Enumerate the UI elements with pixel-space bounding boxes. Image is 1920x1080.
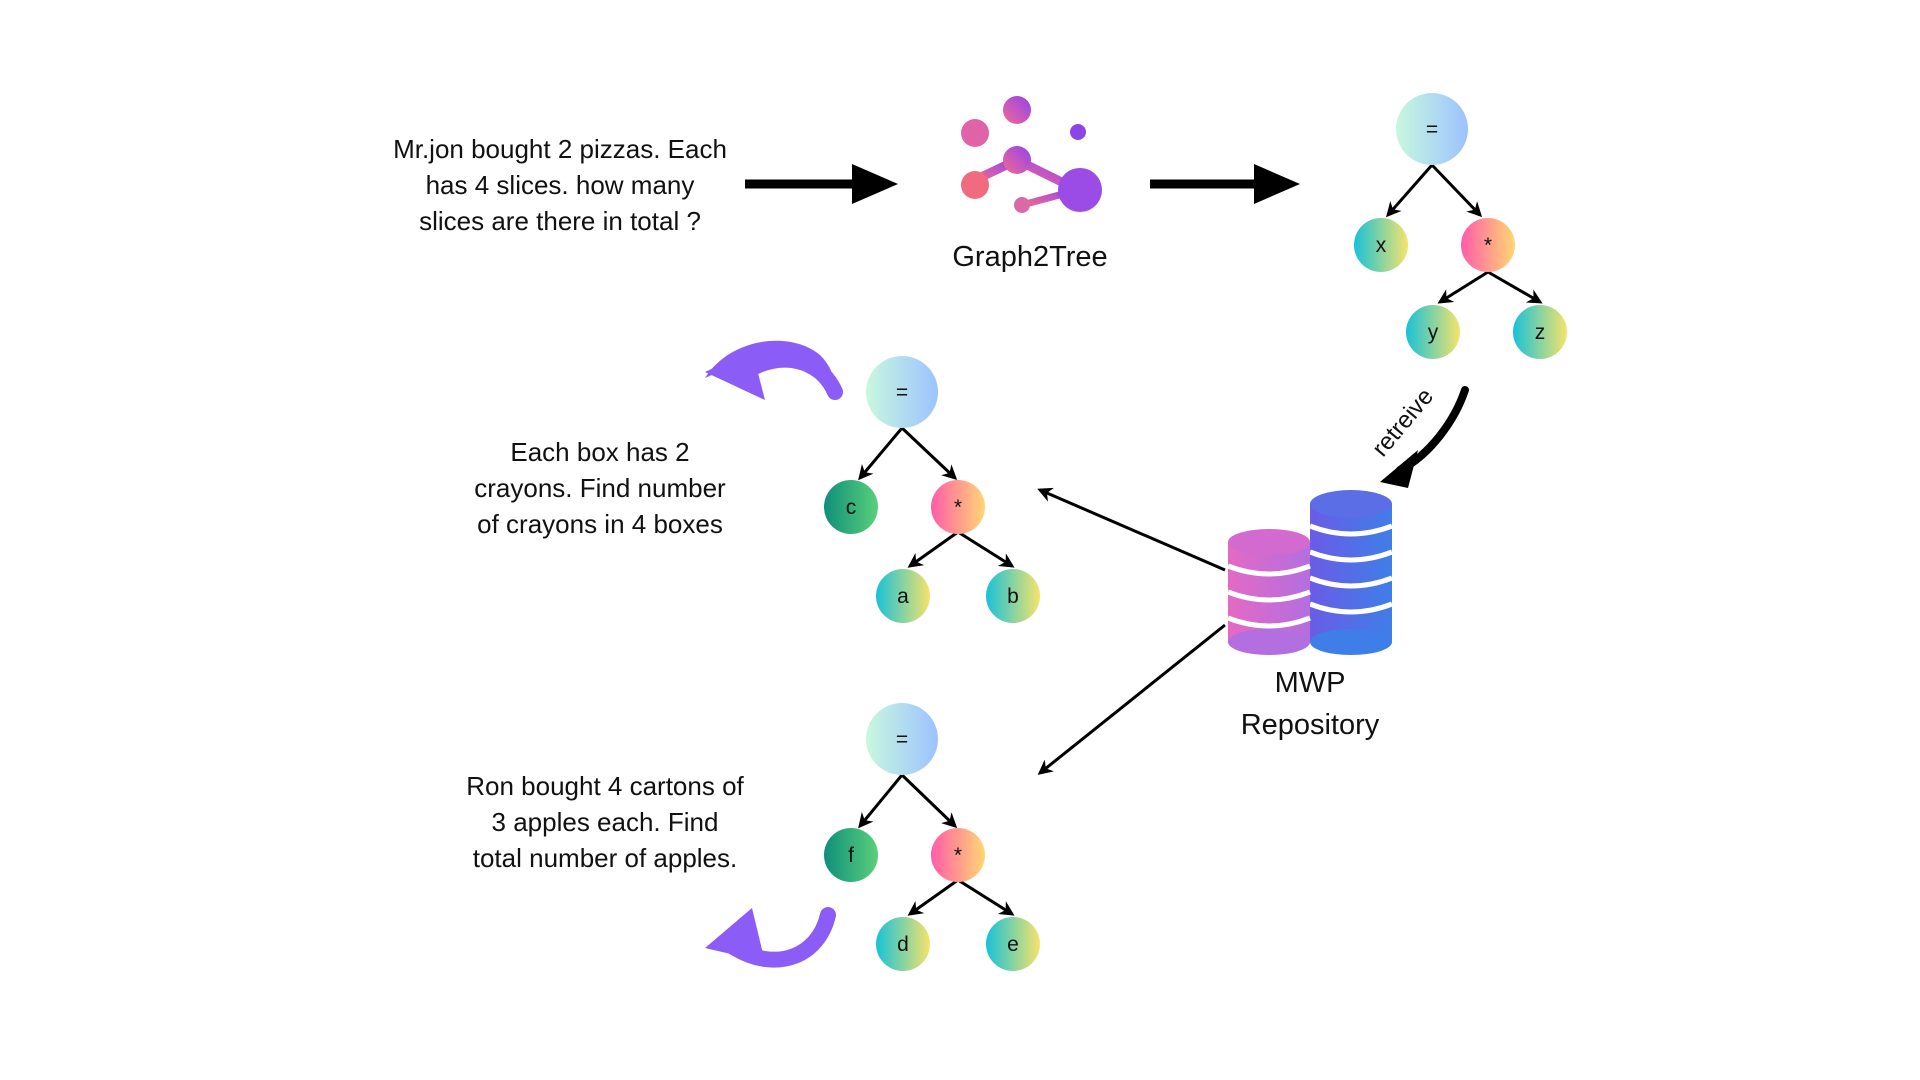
- tree2-node-operator: *: [931, 828, 985, 882]
- curved-arrow-bottom-icon: [705, 907, 836, 968]
- tree1-node-operator: *: [931, 480, 985, 534]
- svg-text:e: e: [1007, 933, 1019, 956]
- retrieve-arrow: [1380, 386, 1469, 488]
- tree2-node-left: f: [824, 828, 878, 882]
- retrieved-problem-line: of crayons in 4 boxes: [477, 509, 723, 539]
- repository-label-line2: Repository: [1240, 709, 1380, 741]
- retrieved-problem-line: 3 apples each. Find: [491, 807, 719, 837]
- database-blue: [1309, 490, 1393, 655]
- database-icon: [1227, 490, 1393, 655]
- molecule-network-icon: [961, 96, 1102, 213]
- retrieved-problem-line: total number of apples.: [472, 843, 738, 873]
- retrieved-problem-line: crayons. Find number: [474, 473, 726, 503]
- svg-text:c: c: [846, 496, 857, 519]
- tree1-node-op-right: b: [986, 569, 1040, 623]
- arrow-repo-to-tree2: [1037, 623, 1226, 775]
- flow-arrow-problem-to-model: [745, 164, 898, 204]
- svg-text:=: =: [896, 381, 908, 404]
- tree-node-operator: *: [1461, 218, 1515, 272]
- svg-text:*: *: [954, 496, 962, 519]
- retrieved-problem-1-text: Each box has 2 crayons. Find number of c…: [430, 434, 770, 542]
- input-problem-line: has 4 slices. how many: [425, 170, 695, 200]
- retrieved-problem-line: Each box has 2: [510, 437, 690, 467]
- retrieved-problem-2-text: Ron bought 4 cartons of 3 apples each. F…: [420, 768, 790, 876]
- curved-arrow-top-icon: [705, 340, 843, 400]
- svg-text:z: z: [1535, 321, 1546, 344]
- svg-text:=: =: [1426, 118, 1438, 141]
- svg-text:a: a: [897, 585, 909, 608]
- tree-node-op-right: z: [1513, 305, 1567, 359]
- tree-node-root: =: [1396, 93, 1468, 165]
- tree1-node-root: =: [866, 356, 938, 428]
- arrow-repo-to-tree1: [1037, 487, 1226, 572]
- svg-text:y: y: [1428, 321, 1439, 344]
- tree-node-op-left: y: [1406, 305, 1460, 359]
- model-name-label: Graph2Tree: [952, 241, 1108, 273]
- flow-arrow-model-to-tree: [1150, 164, 1300, 204]
- svg-text:=: =: [896, 728, 908, 751]
- retrieved-tree-2: = f * d e: [824, 703, 1040, 971]
- input-problem-line: slices are there in total ?: [419, 206, 701, 236]
- tree2-node-op-left: d: [876, 917, 930, 971]
- repository-label-line1: MWP: [1274, 667, 1346, 699]
- database-pink: [1227, 529, 1311, 655]
- tree1-node-left: c: [824, 480, 878, 534]
- tree2-node-root: =: [866, 703, 938, 775]
- tree1-node-op-left: a: [876, 569, 930, 623]
- tree2-node-op-right: e: [986, 917, 1040, 971]
- retrieved-problem-line: Ron bought 4 cartons of: [466, 771, 744, 801]
- svg-text:*: *: [1484, 234, 1492, 257]
- output-tree: = x * y z: [1354, 93, 1567, 359]
- repository-label: MWP Repository: [1180, 662, 1440, 746]
- input-problem-line: Mr.jon bought 2 pizzas. Each: [393, 134, 727, 164]
- svg-text:*: *: [954, 844, 962, 867]
- retrieved-tree-1: = c * a b: [824, 356, 1040, 623]
- svg-text:d: d: [897, 933, 909, 956]
- svg-text:f: f: [848, 844, 854, 867]
- svg-text:x: x: [1376, 234, 1387, 257]
- input-problem-text: Mr.jon bought 2 pizzas. Each has 4 slice…: [360, 131, 760, 239]
- svg-text:b: b: [1007, 585, 1019, 608]
- tree-node-left: x: [1354, 218, 1408, 272]
